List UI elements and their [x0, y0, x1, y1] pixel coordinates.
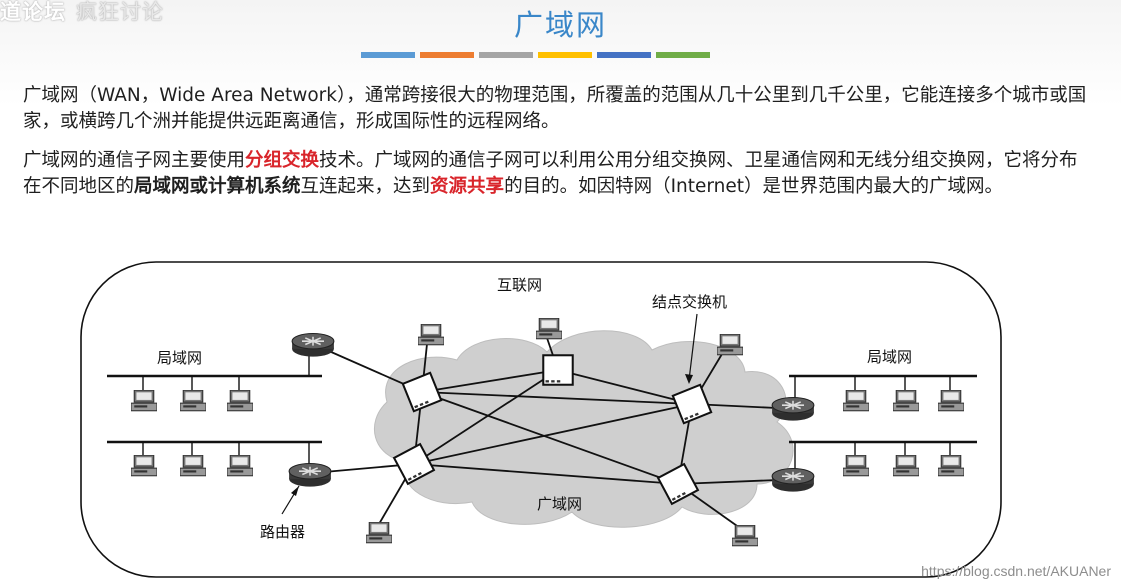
- computer-icon: [227, 455, 253, 477]
- color-bar-segment: [656, 52, 710, 58]
- computer-icon: [227, 390, 253, 412]
- computer-icon: [732, 525, 758, 547]
- router-icon: [771, 467, 815, 493]
- highlight-packet-switching: 分组交换: [245, 150, 320, 171]
- computer-icon: [536, 318, 562, 340]
- node-switch-icon: [542, 354, 574, 386]
- wan-cloud: [373, 330, 794, 528]
- computer-icon: [893, 455, 919, 477]
- p2-text-1: 广域网的通信子网主要使用: [23, 150, 246, 171]
- corner-logo-text: 道论坛疯狂讨论: [0, 0, 164, 26]
- computer-icon: [180, 455, 206, 477]
- wan-label: 广域网: [537, 495, 582, 513]
- node-switch-label: 结点交换机: [652, 293, 727, 311]
- p2-text-4: 的目的。如因特网（Internet）是世界范围内最大的广域网。: [504, 176, 1004, 197]
- color-bar-segment: [420, 52, 474, 58]
- computer-icon: [366, 522, 392, 544]
- computer-icon: [131, 390, 157, 412]
- lan-left-label: 局域网: [157, 349, 202, 367]
- lan-right-label: 局域网: [867, 348, 912, 366]
- title-color-bar: [361, 52, 710, 58]
- highlight-lan-systems: 局域网或计算机系统: [134, 176, 301, 197]
- watermark-url: https://blog.csdn.net/AKUANer: [921, 563, 1111, 579]
- color-bar-segment: [538, 52, 592, 58]
- internet-label: 互联网: [497, 276, 542, 294]
- router-icon: [288, 462, 332, 488]
- computer-icon: [938, 455, 964, 477]
- computer-icon: [418, 324, 444, 346]
- p2-text-3: 互连起来，达到: [300, 176, 431, 197]
- paragraph-wan-definition: 广域网（WAN，Wide Area Network），通常跨接很大的物理范围，所…: [23, 85, 1087, 132]
- corner-brand: 道论坛: [0, 0, 66, 24]
- router-label: 路由器: [260, 523, 305, 541]
- computer-icon: [893, 390, 919, 412]
- color-bar-segment: [361, 52, 415, 58]
- router-icon: [291, 332, 335, 358]
- computer-icon: [131, 455, 157, 477]
- p2-text-2: 技术。广域网的通信子网可以利用公用分组交换网、卫星通信网和无线分组交换网，它将分…: [23, 150, 1078, 197]
- router-icon: [771, 396, 815, 422]
- color-bar-segment: [597, 52, 651, 58]
- computer-icon: [843, 455, 869, 477]
- computer-icon: [843, 390, 869, 412]
- computer-icon: [180, 390, 206, 412]
- corner-faint-text: 疯狂讨论: [76, 0, 164, 24]
- computer-icon: [938, 390, 964, 412]
- highlight-resource-sharing: 资源共享: [430, 176, 505, 197]
- internet-boundary: [80, 261, 1002, 578]
- color-bar-segment: [479, 52, 533, 58]
- computer-icon: [717, 334, 743, 356]
- paragraph-wan-technology: 广域网的通信子网主要使用分组交换技术。广域网的通信子网可以利用公用分组交换网、卫…: [23, 148, 1093, 200]
- wan-diagram: 互联网 结点交换机 局域网 局域网 广域网 路由器: [77, 252, 1005, 582]
- slide-title: 广域网: [513, 8, 607, 42]
